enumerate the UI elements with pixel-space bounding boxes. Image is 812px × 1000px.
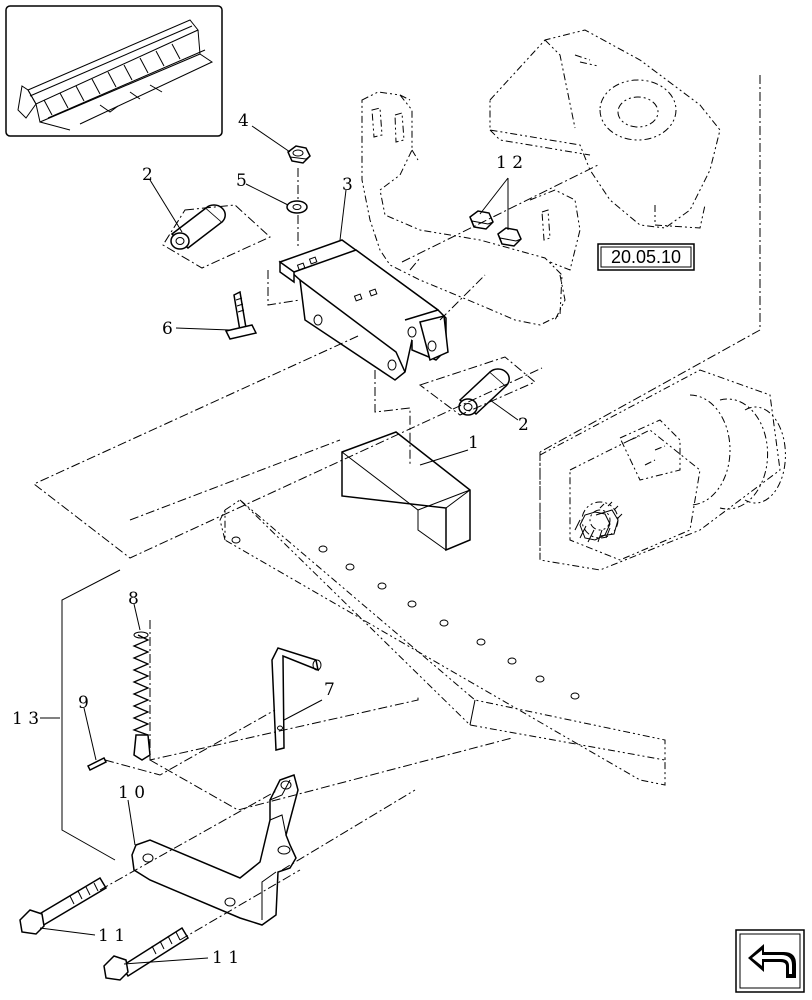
cotter-pin-part[interactable]: [86, 756, 108, 772]
callout-5: 5: [236, 171, 247, 191]
washer-part[interactable]: [286, 200, 308, 214]
hex-nut-pair[interactable]: [469, 210, 522, 247]
callout-11-upper: 1 1: [98, 926, 125, 946]
callout-leaders: [39, 125, 519, 965]
l-pin-part[interactable]: [271, 647, 322, 751]
hydraulic-motor-ghost: [539, 369, 786, 571]
callout-9: 9: [78, 693, 89, 713]
bushing-part-upper[interactable]: [170, 204, 226, 250]
bolt-part-short[interactable]: [224, 290, 258, 340]
spring-part[interactable]: [132, 631, 151, 761]
callout-1: 1: [468, 433, 479, 453]
main-bracket-part[interactable]: [278, 239, 449, 381]
callout-11-lower: 1 1: [212, 948, 239, 968]
callout-8: 8: [128, 589, 139, 609]
callout-2-lower: 2: [518, 415, 529, 435]
group-bracket-line: [61, 569, 121, 861]
cross-reference-box[interactable]: 20.05.10: [597, 243, 695, 271]
nut-part[interactable]: [287, 145, 311, 164]
callout-10: 1 0: [118, 783, 145, 803]
callout-13: 1 3: [12, 709, 39, 729]
support-channel-ghost: [219, 499, 666, 786]
callout-2-upper: 2: [142, 165, 153, 185]
mounting-plate-ghost: [489, 29, 721, 229]
callout-12: 1 2: [496, 153, 523, 173]
bolt-part-long-lower[interactable]: [103, 926, 190, 981]
lever-plate-part[interactable]: [131, 774, 299, 926]
assembly-center-lines: [33, 75, 761, 941]
channel-part[interactable]: [341, 431, 471, 552]
callout-6: 6: [162, 319, 173, 339]
callout-4: 4: [238, 111, 249, 131]
reference-number: 20.05.10: [611, 247, 681, 267]
callout-7: 7: [324, 680, 335, 700]
mid-bracket-ghost: [361, 91, 581, 326]
machine-overview-thumbnail[interactable]: [5, 5, 223, 137]
bushing-part-lower[interactable]: [458, 368, 510, 416]
bolt-part-long-upper[interactable]: [19, 876, 108, 935]
return-arrow-icon[interactable]: [735, 929, 805, 993]
callout-labels: 1 2 2 3 4 5 6 7 8 9 1 0 1 1 1 1 1 2 1 3: [12, 111, 529, 968]
callout-3: 3: [342, 175, 353, 195]
channel-holes: [231, 536, 580, 700]
